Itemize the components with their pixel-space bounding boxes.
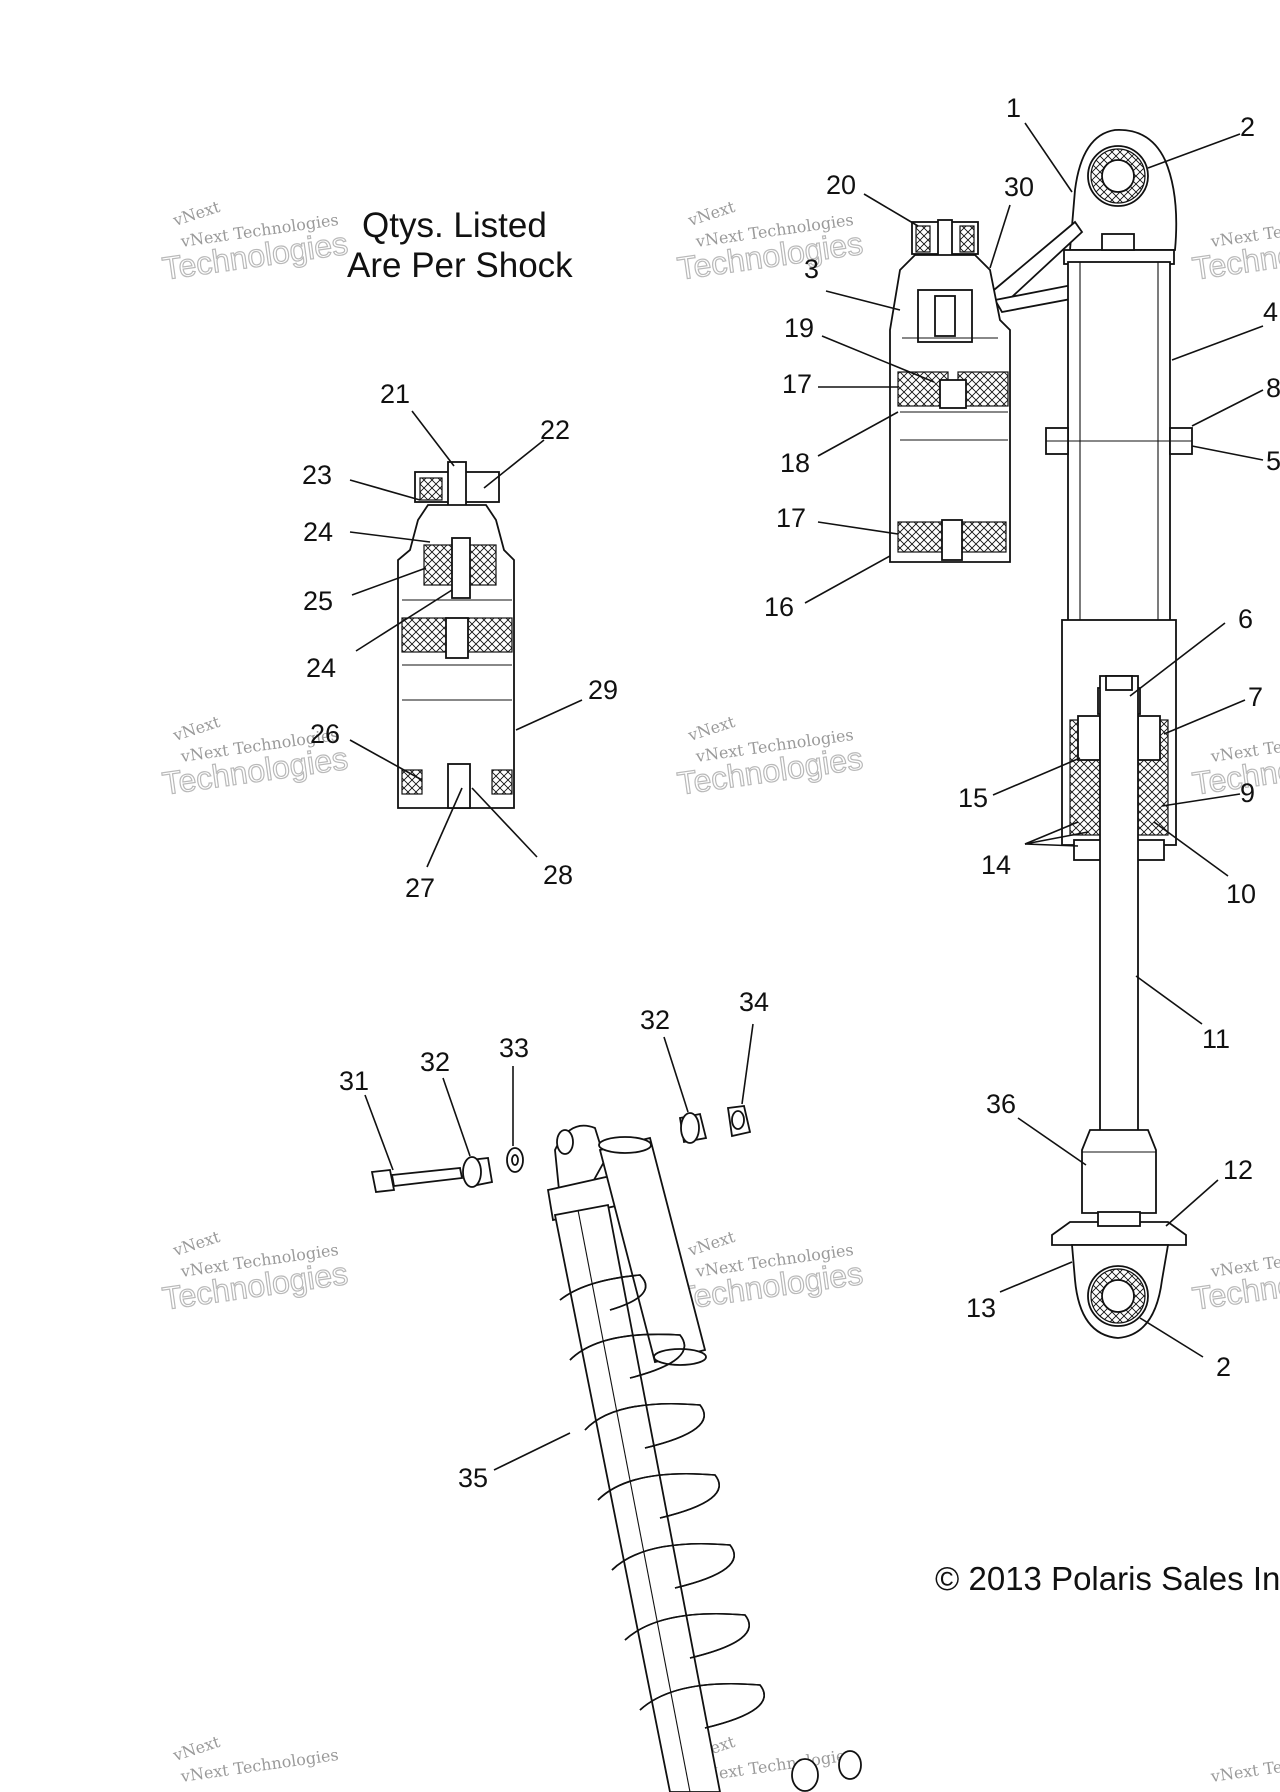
watermark: vNext vNext Technologies Technologies	[160, 712, 351, 802]
callout-label: 3	[804, 254, 819, 284]
callout-label: 27	[405, 873, 435, 903]
callout-label: 2	[1216, 1352, 1231, 1382]
callout-label: 29	[588, 675, 618, 705]
qty-note-line1: Qtys. Listed	[362, 206, 547, 245]
callout-label: 11	[1202, 1024, 1230, 1054]
callout-label: 19	[784, 313, 814, 343]
watermark: vNext Technologies	[1209, 1745, 1280, 1786]
copyright-notice: © 2013 Polaris Sales Inc.	[935, 1560, 1280, 1597]
reservoir-assembly-detail	[397, 461, 515, 809]
callout-label: 4	[1263, 297, 1278, 327]
svg-text:vNext: vNext	[170, 1227, 223, 1260]
callout-label: 21	[380, 379, 410, 409]
callout-label: 28	[543, 860, 573, 890]
callout-label: 12	[1223, 1155, 1253, 1185]
svg-text:vNext: vNext	[685, 712, 738, 745]
callout-label: 36	[986, 1089, 1016, 1119]
svg-text:vNext: vNext	[170, 197, 223, 230]
callout-label: 13	[966, 1293, 996, 1323]
leader-lines	[349, 122, 1264, 1471]
callout-label: 20	[826, 170, 856, 200]
callout-label: 10	[1226, 879, 1256, 909]
watermark: vNext Technologies Technologies	[1190, 210, 1280, 287]
watermark: vNext vNext Technologies Technologies	[160, 197, 351, 287]
svg-text:vNext: vNext	[685, 1227, 738, 1260]
callout-label: 16	[764, 592, 794, 622]
callout-label: 32	[640, 1005, 670, 1035]
mounting-hardware	[370, 1105, 752, 1193]
callout-label: 31	[339, 1066, 369, 1096]
callout-label: 7	[1248, 682, 1263, 712]
callout-label: 14	[981, 850, 1011, 880]
callout-label: 1	[1006, 93, 1021, 123]
callout-label: 32	[420, 1047, 450, 1077]
svg-text:vNext: vNext	[170, 1732, 223, 1765]
callout-label: 25	[303, 586, 333, 616]
svg-text:vNext Technologies: vNext Technologies	[1209, 1745, 1280, 1786]
callout-label: 9	[1240, 778, 1255, 808]
watermark: vNext Technologies Technologies	[1190, 1240, 1280, 1317]
watermark: vNext Technologies Technologies	[1190, 725, 1280, 802]
watermark: vNext vNext Technologies Technologies	[675, 1227, 866, 1317]
callout-label: 15	[958, 783, 988, 813]
callout-label: 18	[780, 448, 810, 478]
callout-label: 34	[739, 987, 769, 1017]
callout-label: 23	[302, 460, 332, 490]
reservoir-assembly-upper	[889, 219, 1011, 563]
main-shock-assembly	[986, 129, 1193, 1339]
callout-label: 26	[310, 719, 340, 749]
callout-label: 30	[1004, 172, 1034, 202]
svg-text:vNext: vNext	[685, 197, 738, 230]
callout-label: 8	[1266, 373, 1280, 403]
callout-label: 24	[303, 517, 333, 547]
watermark: vNext vNext Technologies	[170, 1732, 340, 1786]
callout-label: 2	[1240, 112, 1255, 142]
callout-label: 17	[782, 369, 812, 399]
callout-label: 33	[499, 1033, 529, 1063]
watermark: vNext vNext Technologies Technologies	[675, 712, 866, 802]
callout-label: 17	[776, 503, 806, 533]
callout-numbers: 1 2 30 20 3 19 17 18 17 16 4 8 5 6 7 15 …	[302, 93, 1280, 1493]
callout-label: 35	[458, 1463, 488, 1493]
assembled-shock-with-spring	[546, 1124, 862, 1792]
svg-text:vNext: vNext	[170, 712, 223, 745]
callout-label: 22	[540, 415, 570, 445]
callout-label: 5	[1266, 446, 1280, 476]
callout-label: 24	[306, 653, 336, 683]
qty-note-line2: Are Per Shock	[347, 246, 573, 285]
callout-label: 6	[1238, 604, 1253, 634]
watermark: vNext vNext Technologies Technologies	[160, 1227, 351, 1317]
